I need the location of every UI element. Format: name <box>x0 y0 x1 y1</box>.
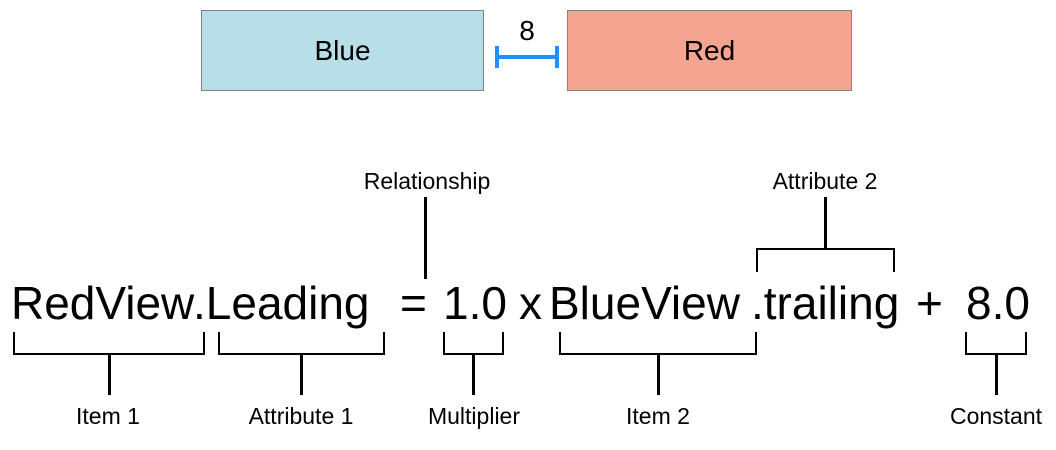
item1-label: Item 1 <box>76 403 140 429</box>
attribute2-bracket <box>756 248 895 272</box>
equation-item1: RedView <box>11 277 195 329</box>
attribute1-label: Attribute 1 <box>248 403 354 429</box>
spacing-value-label: 8 <box>519 15 535 46</box>
blue-view: Blue <box>201 10 484 91</box>
attribute2-label: Attribute 2 <box>772 168 878 194</box>
spacing-line-left-cap <box>495 46 499 68</box>
blue-view-label: Blue <box>314 34 371 66</box>
equation-plus-operator: + <box>916 277 943 329</box>
red-view: Red <box>567 10 852 91</box>
constant-pointer-line <box>995 355 998 395</box>
attribute2-pointer-line <box>824 197 827 248</box>
equation-attribute2: .trailing <box>751 277 900 329</box>
multiplier-bracket <box>443 332 504 355</box>
equation-attribute1: .Leading <box>193 277 370 329</box>
constant-label: Constant <box>949 403 1043 429</box>
spacing-line-right-cap <box>555 46 559 68</box>
equation-multiplier: 1.0 <box>443 277 507 329</box>
equation-multiply-operator: x <box>519 277 542 329</box>
item1-bracket <box>13 332 205 355</box>
constant-bracket <box>965 332 1027 355</box>
item2-pointer-line <box>657 355 660 395</box>
equation-item2: BlueView <box>549 277 740 329</box>
multiplier-label: Multiplier <box>427 403 521 429</box>
equation-constant: 8.0 <box>966 277 1030 329</box>
red-view-label: Red <box>683 34 736 66</box>
attribute1-pointer-line <box>300 355 303 395</box>
item1-pointer-line <box>108 355 111 395</box>
relationship-pointer-line <box>424 197 427 279</box>
equation-relationship: = <box>400 277 427 329</box>
multiplier-pointer-line <box>472 355 475 395</box>
relationship-label: Relationship <box>363 168 491 194</box>
item2-bracket <box>559 332 757 355</box>
attribute1-bracket <box>218 332 385 355</box>
spacing-line <box>495 55 559 59</box>
item2-label: Item 2 <box>626 403 690 429</box>
